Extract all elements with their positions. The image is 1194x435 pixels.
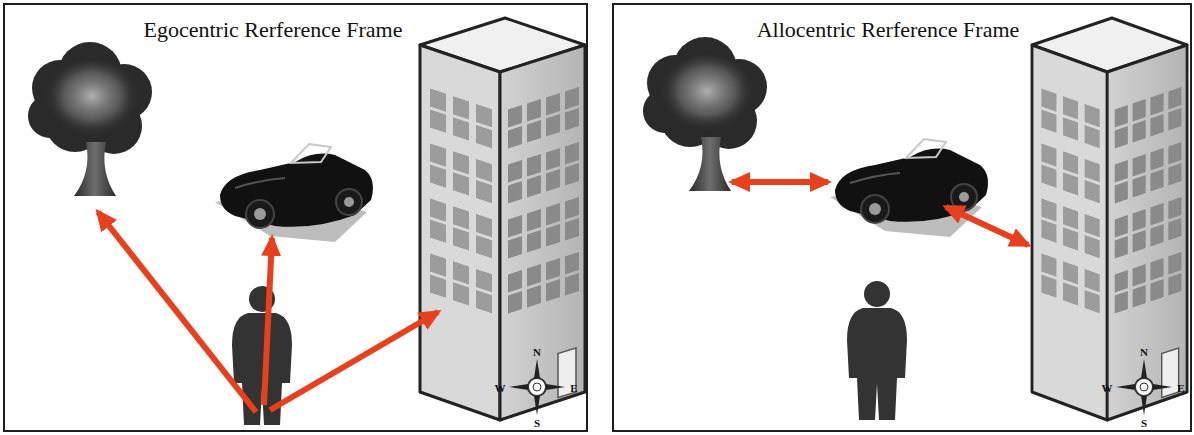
compass-rose	[1116, 359, 1172, 415]
panel-frame: Egocentric Rerference Frame	[3, 3, 588, 432]
compass-letter: N	[1140, 347, 1148, 358]
car-figure	[215, 144, 373, 242]
car-figure	[830, 139, 988, 237]
tree-figure	[28, 42, 152, 196]
compass-letter: E	[1177, 383, 1184, 394]
compass-rose	[509, 359, 565, 415]
tree-figure	[643, 37, 767, 191]
relation-arrows	[732, 182, 1028, 245]
panel-title: Egocentric Rerference Frame	[144, 17, 403, 43]
reference-arrows	[98, 212, 438, 412]
panel-title: Allocentric Rerference Frame	[757, 17, 1020, 43]
compass-letter: E	[570, 383, 577, 394]
building-figure	[1032, 18, 1187, 420]
compass-letter: W	[1102, 383, 1113, 394]
person-figure	[847, 281, 907, 420]
compass-letter: N	[533, 347, 541, 358]
compass-letter: S	[534, 418, 540, 429]
compass-letter: W	[495, 383, 506, 394]
compass-letter: S	[1141, 418, 1147, 429]
building-figure	[420, 18, 585, 420]
panel-frame: Allocentric Rerference Frame	[612, 3, 1192, 432]
